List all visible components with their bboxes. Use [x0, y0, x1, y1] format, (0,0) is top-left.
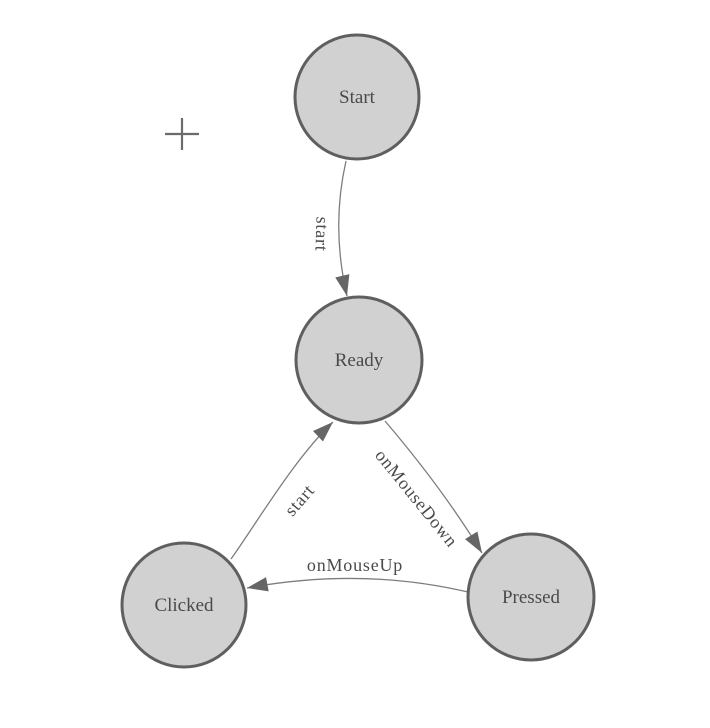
transition-label: onMouseUp	[307, 555, 403, 575]
state-node-clicked[interactable]: Clicked	[120, 541, 248, 669]
state-circle	[120, 541, 248, 669]
transition-start-to-ready: start	[311, 160, 350, 297]
transition-label: start	[280, 480, 318, 520]
transition-clicked-to-ready-path[interactable]	[230, 421, 334, 560]
state-circle	[466, 532, 596, 662]
state-node-start[interactable]: Start	[293, 33, 421, 161]
state-label: Ready	[335, 350, 384, 371]
transition-label: onMouseDown	[371, 445, 462, 551]
transition-ready-to-pressed-path[interactable]	[384, 420, 483, 554]
state-node-ready[interactable]: Ready	[294, 295, 424, 425]
transition-clicked-to-ready: start	[230, 421, 334, 560]
state-label: Clicked	[154, 595, 214, 616]
transition-label: start	[311, 216, 332, 252]
transition-ready-to-pressed: onMouseDown	[371, 420, 483, 554]
transition-pressed-to-clicked: onMouseUp	[246, 555, 469, 593]
state-circle	[294, 295, 424, 425]
crosshair-cursor	[165, 118, 199, 150]
state-node-pressed[interactable]: Pressed	[466, 532, 596, 662]
state-circle	[293, 33, 421, 161]
transition-start-to-ready-path[interactable]	[335, 160, 350, 297]
transition-pressed-to-clicked-path[interactable]	[246, 577, 469, 593]
state-label: Start	[339, 87, 376, 108]
state-label: Pressed	[502, 587, 561, 608]
